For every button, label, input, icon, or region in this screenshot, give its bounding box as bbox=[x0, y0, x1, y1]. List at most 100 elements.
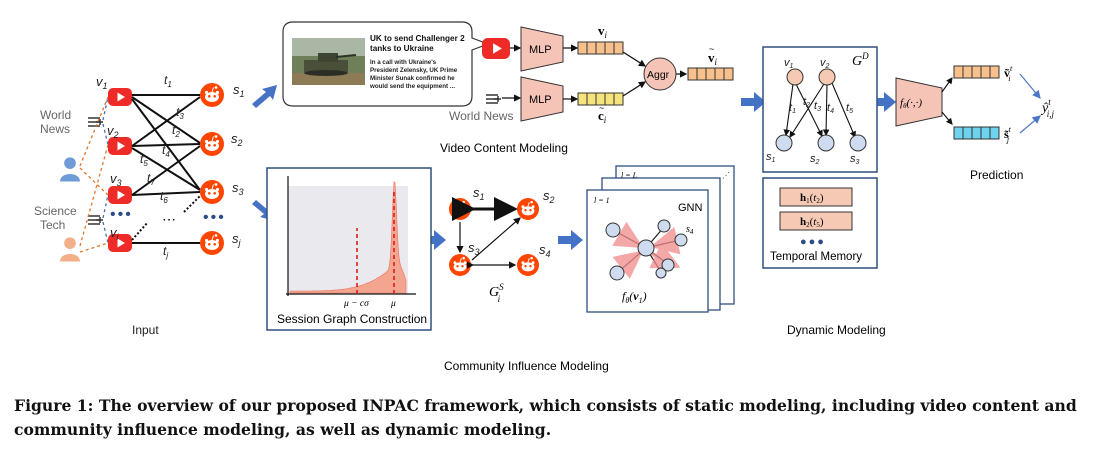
time-label: t5 bbox=[140, 152, 148, 168]
science-tech-label-1: Science bbox=[34, 204, 77, 218]
f-theta-block bbox=[895, 77, 943, 127]
mlp-block-video bbox=[520, 26, 564, 72]
dynamic-edge-time: t2 bbox=[803, 96, 810, 109]
dynamic-node-label: s1 bbox=[766, 151, 776, 164]
memory-cell bbox=[779, 211, 853, 231]
video-ellipsis: ••• bbox=[110, 206, 133, 223]
dynamic-community-node bbox=[849, 134, 867, 152]
memory-cell bbox=[779, 187, 853, 207]
time-label: t3 bbox=[176, 105, 184, 121]
mu-minus-label: μ − cσ bbox=[343, 299, 369, 309]
dynamic-node-label: s2 bbox=[810, 153, 820, 166]
aggregated-vector bbox=[687, 67, 734, 81]
dynamic-video-node bbox=[818, 68, 836, 86]
community-ellipsis: ••• bbox=[203, 209, 226, 226]
time-label: t1 bbox=[164, 73, 172, 89]
reddit-community-icon bbox=[200, 231, 224, 255]
video-label-v1: v1 bbox=[96, 74, 108, 91]
dynamic-graph-label: GD bbox=[852, 51, 869, 69]
input-caption: Input bbox=[132, 323, 159, 337]
dynamic-section: GD v1 v2 t1 t2 t3 t4 t5 s1 s2 s3 h1(t2) bbox=[762, 46, 953, 337]
reddit-community-icon bbox=[449, 254, 471, 276]
world-news-label-2: News bbox=[40, 122, 70, 136]
time-label: tj bbox=[163, 244, 168, 260]
community-section: μ − cσ μ Session Graph Construction s1 s… bbox=[266, 165, 735, 373]
video-label-v2: v2 bbox=[107, 123, 119, 140]
flow-arrow bbox=[252, 85, 896, 250]
reddit-community-icon bbox=[449, 198, 471, 220]
world-news-label: World News bbox=[449, 109, 513, 123]
figure-caption: Figure 1: The overview of our proposed I… bbox=[14, 396, 1077, 439]
dynamic-community-node bbox=[817, 134, 835, 152]
dynamic-community-node bbox=[775, 134, 793, 152]
news-feed-icon bbox=[486, 94, 501, 104]
session-node-label: s1 bbox=[473, 185, 485, 202]
session-graph-caption: Session Graph Construction bbox=[277, 312, 427, 326]
dynamic-node-label: s3 bbox=[850, 153, 860, 166]
mlp-label: MLP bbox=[529, 94, 552, 106]
memory-item: h2(t5) bbox=[800, 216, 824, 229]
news-embedding-vector bbox=[577, 92, 624, 106]
time-label: t2 bbox=[172, 123, 180, 139]
reddit-community-icon bbox=[517, 198, 539, 220]
time-label: t4 bbox=[162, 143, 170, 159]
memory-item: h1(t2) bbox=[800, 192, 824, 205]
mu-label: μ bbox=[390, 299, 396, 309]
dynamic-node-label: v1 bbox=[784, 57, 794, 70]
news-feed-icon bbox=[88, 215, 103, 225]
tilde-mark: ~ bbox=[599, 103, 604, 113]
session-node-label: s2 bbox=[543, 188, 555, 205]
vector-label-vtilde: vi bbox=[708, 50, 718, 67]
time-label: t7 bbox=[147, 171, 155, 187]
dynamic-edge-time: t4 bbox=[827, 102, 834, 115]
layer-L-label: l = L bbox=[621, 171, 638, 180]
vector-label-ci: ci bbox=[598, 108, 607, 125]
youtube-video-icon bbox=[108, 88, 132, 106]
video-content-title: Video Content Modeling bbox=[440, 141, 568, 155]
reddit-community-icon bbox=[200, 180, 224, 204]
layer-1-label: l = 1 bbox=[594, 196, 610, 205]
community-title: Community Influence Modeling bbox=[444, 359, 609, 373]
user-person-icon bbox=[60, 157, 80, 182]
mlp-label: MLP bbox=[529, 44, 552, 56]
user-person-icon bbox=[60, 237, 80, 262]
dynamic-edge-time: t1 bbox=[789, 102, 796, 115]
aggr-label: Aggr bbox=[647, 69, 670, 81]
layer-dots: ⋰ bbox=[722, 171, 730, 180]
community-label-s3: s3 bbox=[232, 180, 244, 197]
tank-image bbox=[292, 38, 365, 85]
video-label-vi: vi bbox=[110, 225, 120, 242]
gnn-label: GNN bbox=[678, 202, 703, 214]
edge-ellipsis: ⋯ bbox=[162, 211, 177, 227]
prediction-title: Prediction bbox=[970, 168, 1023, 182]
dynamic-edge-time: t3 bbox=[814, 100, 821, 113]
community-temporal-vector bbox=[953, 126, 1000, 140]
community-label-s1: s1 bbox=[233, 82, 245, 99]
world-news-label-1: World bbox=[40, 108, 71, 122]
video-embedding-vector bbox=[577, 41, 624, 55]
video-label-v3: v3 bbox=[110, 171, 122, 188]
tilde-mark: ~ bbox=[709, 44, 714, 54]
gnn-node-s4: s4 bbox=[686, 224, 694, 236]
reddit-community-icon bbox=[517, 254, 539, 276]
memory-dots: ●●● bbox=[800, 236, 826, 248]
news-feed-icon bbox=[88, 117, 103, 127]
time-label: t6 bbox=[160, 189, 168, 205]
f-theta-label: fθ(·,·) bbox=[900, 97, 922, 110]
dynamic-title: Dynamic Modeling bbox=[787, 323, 886, 337]
dynamic-node-label: v2 bbox=[820, 57, 830, 70]
youtube-video-icon bbox=[482, 38, 510, 59]
community-label-sj: sj bbox=[232, 231, 242, 248]
mlp-block-news bbox=[520, 76, 564, 122]
framework-diagram: World News Science Tech bbox=[34, 21, 1054, 373]
science-tech-label-2: Tech bbox=[40, 218, 65, 232]
input-section: World News Science Tech bbox=[34, 73, 245, 337]
